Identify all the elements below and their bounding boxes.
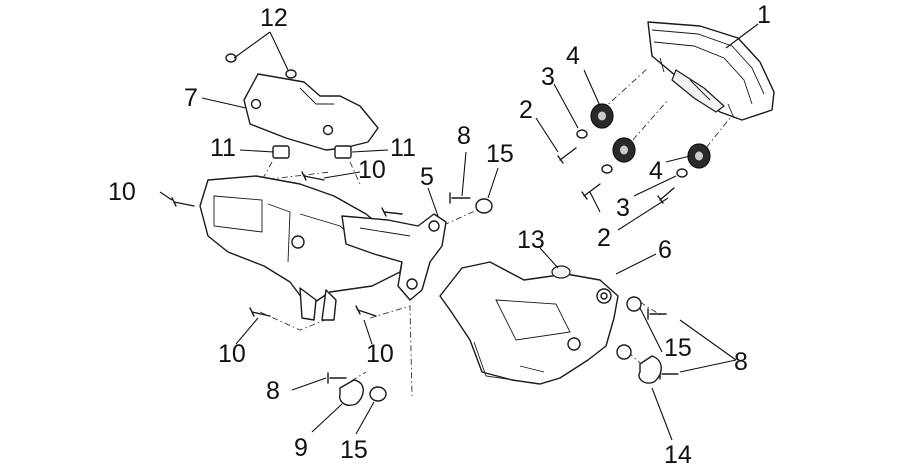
bolt [301, 171, 325, 181]
cover-plate [243, 73, 379, 151]
cable-clamp-right [638, 355, 662, 384]
callout-10: 10 [218, 340, 246, 368]
small-screw-group [225, 53, 297, 79]
callout-9: 9 [294, 434, 308, 462]
callout-8: 8 [734, 348, 748, 376]
screw [557, 147, 577, 164]
callout-14: 14 [664, 441, 692, 465]
callout-7: 7 [184, 84, 198, 112]
callout-1: 1 [757, 1, 771, 29]
small-screw [285, 69, 297, 79]
washer [676, 168, 688, 178]
callout-3: 3 [616, 194, 630, 222]
clip-nut-group [272, 145, 352, 159]
right-bracket [439, 261, 619, 385]
callout-10: 10 [108, 178, 136, 206]
callout-8: 8 [457, 122, 471, 150]
callout-2: 2 [519, 96, 533, 124]
bolt [171, 197, 195, 207]
spacer-group [369, 198, 642, 402]
hex-bolt [659, 368, 679, 380]
callout-8: 8 [266, 377, 280, 405]
callout-15: 15 [664, 334, 692, 362]
callout-4: 4 [649, 157, 663, 185]
hex-bolt [449, 192, 471, 204]
washer [576, 129, 588, 139]
spacer [475, 198, 493, 214]
instrument-cluster [647, 21, 775, 121]
bolt [381, 207, 403, 217]
callout-13: 13 [517, 226, 545, 254]
spacer [369, 386, 387, 402]
bolt-group [171, 171, 403, 317]
callout-15: 15 [486, 140, 514, 168]
screw-group [557, 147, 675, 204]
callout-10: 10 [366, 340, 394, 368]
rubber-grommet-group [590, 103, 711, 169]
callout-labels: 1 2 2 3 3 4 4 5 6 7 8 8 8 9 10 10 10 10 … [108, 1, 771, 465]
callout-4: 4 [566, 42, 580, 70]
callout-11: 11 [390, 134, 416, 162]
washer-group [576, 129, 688, 178]
bracket-arm [341, 213, 447, 301]
spacer [626, 296, 642, 312]
rubber-grommet [687, 143, 711, 169]
callout-10: 10 [358, 156, 386, 184]
callout-11: 11 [210, 134, 236, 162]
rubber-grommet [612, 137, 636, 163]
screw [581, 183, 601, 200]
clip-nut [334, 145, 352, 159]
rubber-cap [551, 265, 571, 279]
bolt [355, 305, 377, 317]
callout-5: 5 [420, 163, 434, 191]
callout-15: 15 [340, 436, 368, 464]
leader-lines [159, 23, 759, 441]
bolt [249, 307, 271, 317]
clip-nut [272, 145, 290, 159]
cable-clamp-left [339, 379, 364, 406]
rubber-grommet [590, 103, 614, 129]
callout-2: 2 [597, 224, 611, 252]
callout-3: 3 [541, 63, 555, 91]
screw [657, 187, 675, 204]
hex-bolt [327, 372, 347, 384]
washer [601, 164, 613, 174]
small-screw [225, 53, 237, 63]
callout-12: 12 [260, 4, 288, 32]
spacer [616, 344, 632, 360]
callout-6: 6 [658, 236, 672, 264]
left-bracket [199, 175, 405, 321]
hex-bolt [647, 308, 667, 320]
